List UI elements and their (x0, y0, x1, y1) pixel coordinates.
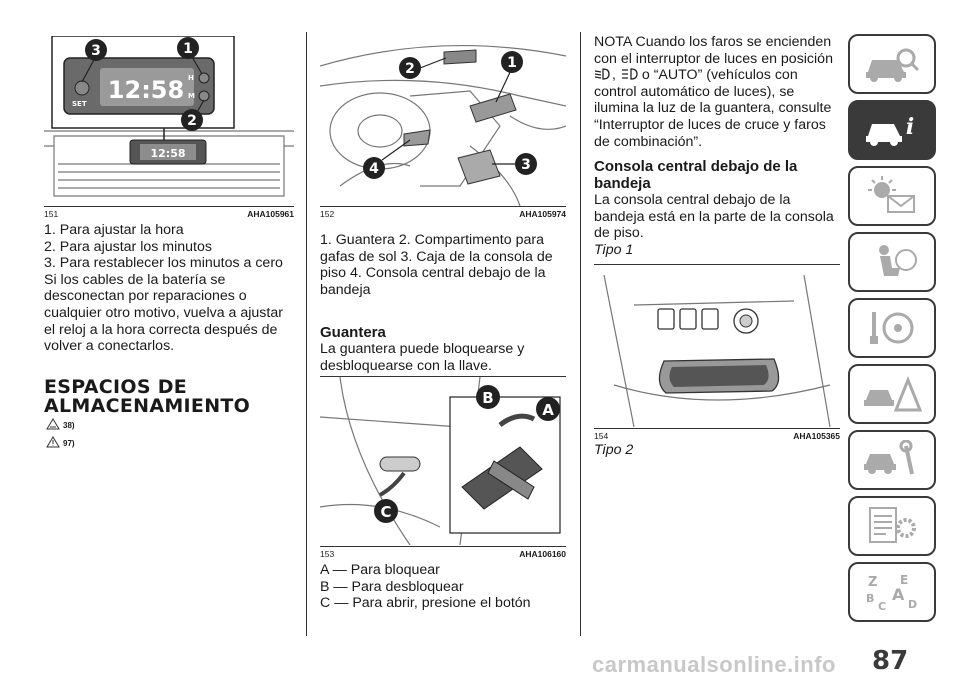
svg-text:A: A (542, 401, 554, 419)
car-wrench-icon (864, 440, 914, 475)
tab-warning-lights[interactable] (848, 166, 936, 226)
figure-154-floor-console (594, 264, 840, 427)
watermark: carmanualsonline.info (592, 652, 836, 677)
svg-text:Z: Z (868, 575, 877, 590)
figure-151-clock: 12:58 12:58 SET H M 3 1 2 (44, 36, 294, 206)
figure-153-glovebox-lock: B A C (320, 376, 566, 545)
page-number: 87 (872, 646, 909, 676)
small-clock-time: 12:58 (150, 147, 185, 160)
clock-legend: 1. Para ajustar la hora 2. Para ajustar … (44, 222, 283, 355)
tab-knowing-vehicle[interactable] (848, 34, 936, 94)
clock-time: 12:58 (108, 76, 184, 104)
svg-text:3: 3 (521, 157, 531, 173)
tipo1-label: Tipo 1 (594, 241, 634, 258)
svg-text:D: D (908, 598, 917, 611)
svg-text:4: 4 (369, 161, 379, 177)
callout-1: 1 (183, 41, 193, 57)
column-divider (306, 32, 307, 636)
m-label: M (188, 92, 195, 100)
tab-safety[interactable] (848, 232, 936, 292)
section-heading: ESPACIOS DE ALMACENAMIENTO (44, 376, 251, 417)
svg-text:A: A (892, 585, 905, 604)
svg-text:B: B (482, 389, 493, 407)
warning-reference[interactable]: 38) (46, 418, 75, 430)
tab-dashboard-info[interactable]: i (848, 100, 936, 160)
lock-legend: A — Para bloquear B — Para desbloquear C… (320, 562, 531, 612)
figure-152-dashboard-storage: 2 1 4 3 (320, 36, 566, 206)
caution-hand-icon (46, 418, 60, 430)
tab-starting-driving[interactable] (848, 298, 936, 358)
car-search-icon (866, 48, 920, 82)
svg-text:i: i (906, 114, 914, 140)
alphabet-index-icon: Z E B AC D (866, 573, 917, 612)
svg-text:1: 1 (507, 55, 517, 71)
tab-maintenance[interactable] (848, 430, 936, 490)
figure-code: AHA105961 (247, 209, 294, 219)
warning-reference[interactable]: 97) (46, 436, 75, 448)
car-info-icon: i (866, 114, 914, 146)
figure-caption: 154 AHA105365 (594, 428, 840, 441)
guantera-section: Guantera La guantera puede bloquearse y … (320, 324, 525, 374)
column-divider (580, 32, 581, 636)
svg-text:C: C (380, 503, 391, 521)
car-warning-triangle-icon (864, 375, 922, 412)
h-label: H (188, 74, 194, 82)
note-paragraph: NOTA Cuando los faros se encienden con e… (594, 34, 833, 150)
figure-caption: 153 AHA106160 (320, 546, 566, 559)
svg-text:2: 2 (405, 61, 415, 77)
airbag-seat-icon (879, 245, 917, 276)
tab-technical-specs[interactable] (848, 496, 936, 556)
key-steering-icon (870, 312, 914, 344)
set-label: SET (72, 100, 87, 108)
console-heading: Consola central debajo de la (594, 158, 798, 175)
warning-light-mail-icon (868, 176, 915, 213)
position-lights-icon (621, 68, 638, 80)
callout-3: 3 (91, 43, 101, 59)
guantera-heading: Guantera (320, 324, 386, 341)
warning-triangle-icon (46, 436, 60, 448)
low-beam-icon (594, 68, 610, 80)
figure-caption: 151 AHA105961 (44, 206, 294, 219)
svg-text:E: E (900, 573, 908, 587)
tipo2-label: Tipo 2 (594, 442, 634, 458)
console-section: Consola central debajo de la bandeja La … (594, 158, 834, 258)
figure-caption: 152 AHA105974 (320, 206, 566, 219)
svg-text:C: C (878, 600, 886, 612)
tab-emergency[interactable] (848, 364, 936, 424)
callout-2: 2 (187, 113, 197, 129)
document-gear-icon (869, 507, 916, 543)
figure-number: 151 (44, 209, 59, 219)
storage-legend: 1. Guantera 2. Compartimento para gafas … (320, 232, 553, 298)
svg-text:B: B (866, 592, 874, 605)
